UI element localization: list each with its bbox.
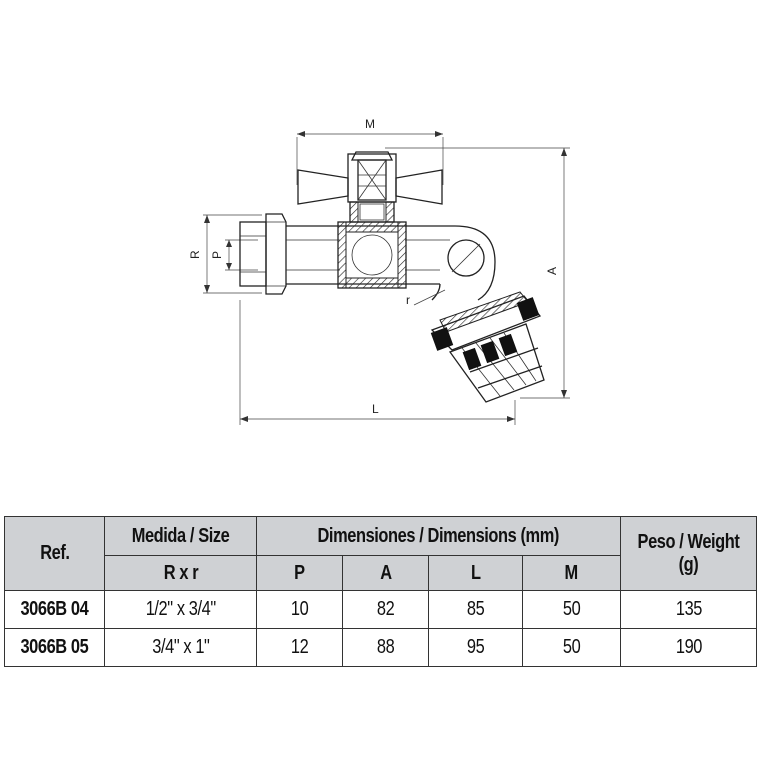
dimension-m: M: [296, 117, 444, 185]
header-dim-a: A: [342, 555, 429, 591]
cell-m: 50: [521, 590, 622, 629]
header-dim-m: M: [521, 555, 622, 591]
cell-p: 10: [256, 590, 343, 629]
label-r: R: [188, 250, 202, 259]
cell-ref: 3066B 05: [4, 628, 105, 667]
label-l: L: [372, 402, 379, 416]
valve-body: r: [239, 213, 496, 307]
cell-l: 85: [428, 590, 523, 629]
header-dimensions: Dimensiones / Dimensions (mm): [255, 516, 622, 556]
table-row: 3066B 05 3/4" x 1" 12 88 95 50 190: [4, 628, 758, 667]
header-dim-l: L: [428, 555, 523, 591]
cell-a: 88: [342, 628, 429, 667]
label-r-small: r: [406, 293, 410, 307]
cell-ref: 3066B 04: [4, 590, 105, 629]
specification-table: Ref. Medida / Size Dimensiones / Dimensi…: [4, 516, 758, 667]
cell-a: 82: [342, 590, 429, 629]
table-row: 3066B 04 1/2" x 3/4" 10 82 85 50 135: [4, 590, 758, 629]
header-size-sub: R x r: [104, 555, 257, 591]
dimension-a: A: [385, 147, 570, 399]
dimension-r: R: [188, 214, 262, 294]
label-m: M: [365, 117, 375, 131]
cell-p: 12: [256, 628, 343, 667]
cell-weight: 190: [620, 628, 758, 667]
label-p: P: [210, 251, 224, 259]
cell-size: 3/4" x 1": [104, 628, 257, 667]
header-size: Medida / Size: [104, 516, 257, 556]
dimension-l: L: [239, 300, 516, 425]
header-ref: Ref.: [4, 516, 105, 591]
header-dim-p: P: [256, 555, 343, 591]
cell-l: 95: [428, 628, 523, 667]
cell-size: 1/2" x 3/4": [104, 590, 257, 629]
label-a: A: [545, 267, 559, 275]
cell-weight: 135: [620, 590, 758, 629]
cell-m: 50: [521, 628, 622, 667]
hose-connector: [430, 291, 545, 403]
handle: [297, 151, 443, 223]
dimension-p: P: [210, 239, 258, 271]
valve-technical-drawing: M A L R P: [188, 117, 570, 425]
header-weight: Peso / Weight (g): [620, 516, 758, 591]
